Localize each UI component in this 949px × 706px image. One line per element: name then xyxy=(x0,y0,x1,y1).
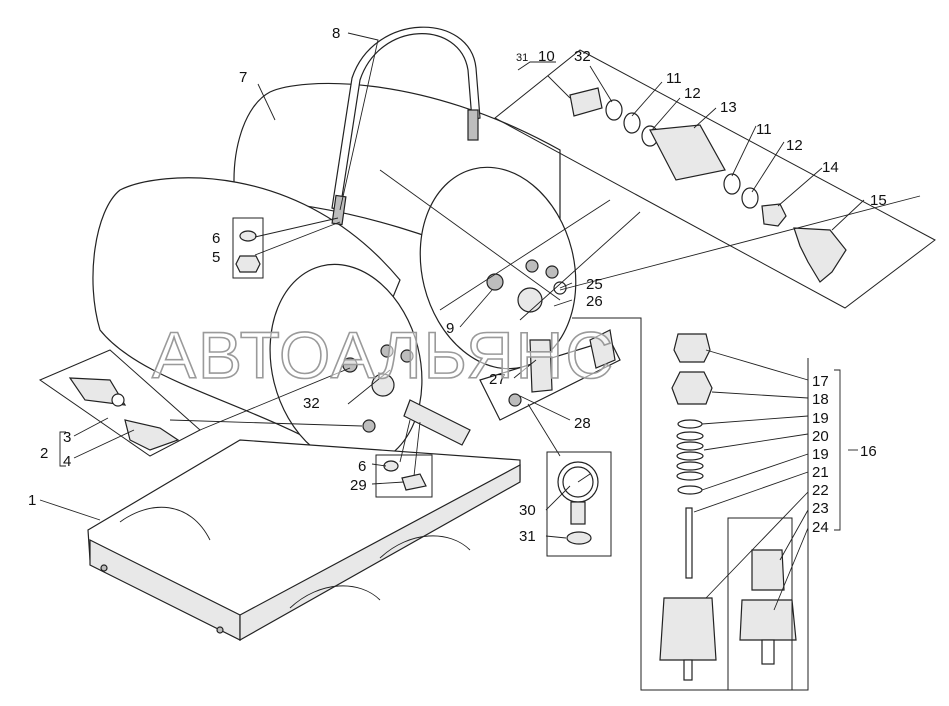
callout-24: 24 xyxy=(812,519,829,536)
callout-19-bottom: 19 xyxy=(812,446,829,463)
leader-lines xyxy=(39,32,921,611)
callout-25: 25 xyxy=(586,276,603,293)
callout-32-top: 32 xyxy=(574,48,591,65)
watermark-text: АВТОАЛЬЯНС xyxy=(152,318,615,392)
nut-washer-group xyxy=(232,217,264,279)
callout-23: 23 xyxy=(812,500,829,517)
callout-11-top: 11 xyxy=(666,70,682,87)
callout-21: 21 xyxy=(812,464,829,481)
tank-port-2 xyxy=(525,259,539,273)
receiver-tank-front xyxy=(92,177,423,467)
callout-2: 2 xyxy=(40,445,48,462)
callout-12-mid: 12 xyxy=(786,137,803,154)
callout-7: 7 xyxy=(239,69,247,86)
callout-22: 22 xyxy=(812,482,829,499)
callout-16: 16 xyxy=(860,443,877,460)
tank-port-6 xyxy=(342,357,358,373)
mounting-frame xyxy=(87,439,521,642)
tank-port-4 xyxy=(517,287,543,313)
check-valve-group xyxy=(494,49,936,309)
callout-6-lower: 6 xyxy=(358,458,366,475)
callout-26: 26 xyxy=(586,293,603,310)
callout-31-gauge: 31 xyxy=(519,528,536,545)
callout-8: 8 xyxy=(332,25,340,42)
tank-port-7 xyxy=(380,344,394,358)
callout-9: 9 xyxy=(446,320,454,337)
callout-30: 30 xyxy=(519,502,536,519)
callout-15: 15 xyxy=(870,192,887,209)
callout-19-top: 19 xyxy=(812,410,829,427)
tank-port-3 xyxy=(545,265,559,279)
tank-port-10 xyxy=(362,419,376,433)
callout-14: 14 xyxy=(822,159,839,176)
callout-12-top: 12 xyxy=(684,85,701,102)
callout-1: 1 xyxy=(28,492,36,509)
callout-11-mid: 11 xyxy=(756,121,772,138)
callout-20: 20 xyxy=(812,428,829,445)
callout-6: 6 xyxy=(212,230,220,247)
callout-18: 18 xyxy=(812,391,829,408)
manifold-pipe xyxy=(403,329,621,446)
relief-valve-group xyxy=(600,317,809,691)
callout-13: 13 xyxy=(720,99,737,116)
pressure-gauge-group xyxy=(546,451,612,557)
callout-4: 4 xyxy=(63,453,71,470)
tank-port-8 xyxy=(400,349,414,363)
callout-28: 28 xyxy=(574,415,591,432)
callout-17: 17 xyxy=(812,373,829,390)
callout-3: 3 xyxy=(63,429,71,446)
callout-10: 10 xyxy=(538,48,555,65)
callouts: 8 7 6 5 1 2 3 4 9 32 31 10 32 11 12 13 1… xyxy=(28,25,887,545)
callout-27: 27 xyxy=(489,371,506,388)
tank-port-1 xyxy=(486,273,504,291)
callout-32-left: 32 xyxy=(303,395,320,412)
callout-31-top: 31 xyxy=(516,52,528,64)
callout-29: 29 xyxy=(350,477,367,494)
callout-5: 5 xyxy=(212,249,220,266)
